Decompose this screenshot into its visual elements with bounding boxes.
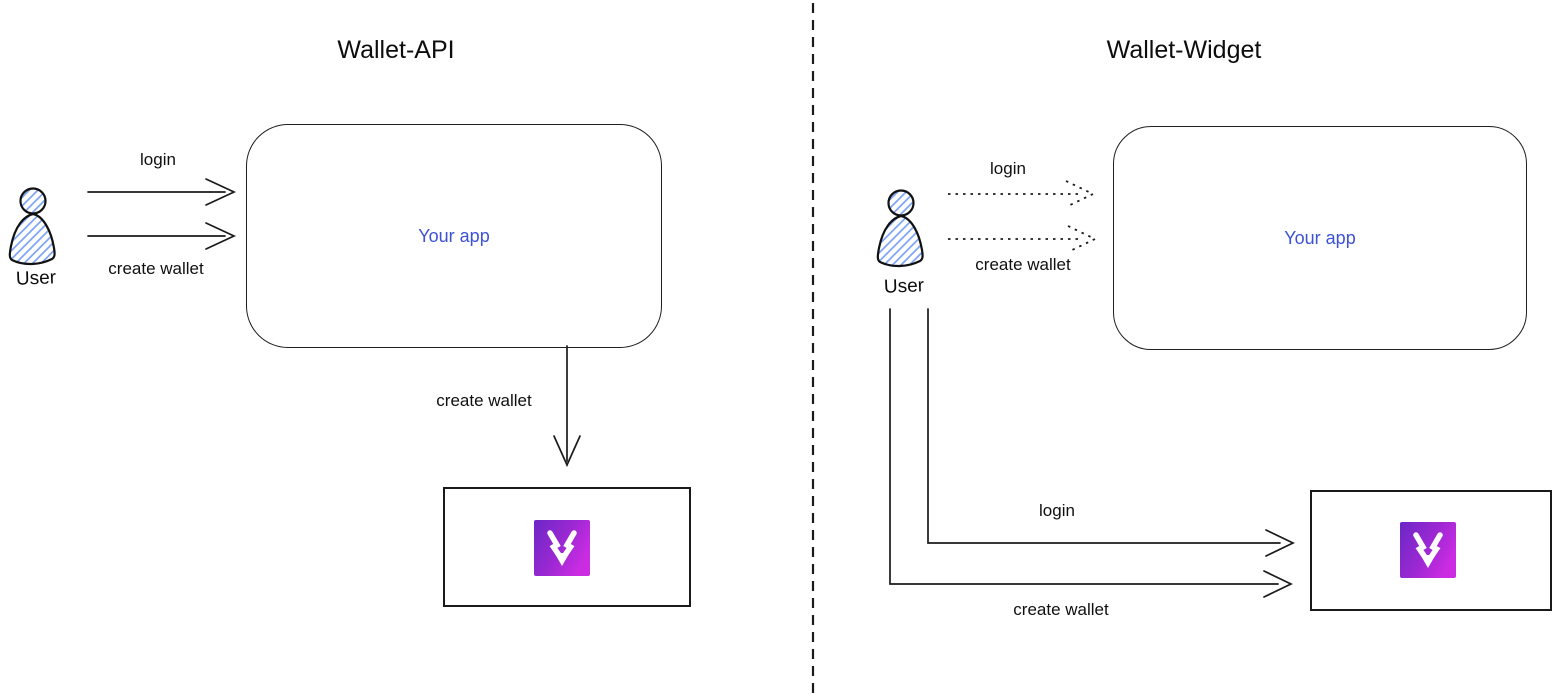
left-login-arrow [87, 178, 237, 206]
left-create-wallet-arrow-label: create wallet [108, 259, 204, 278]
right-user-login-arrow-label: login [1039, 501, 1075, 520]
right-wallet-provider-box [1310, 490, 1552, 611]
user-icon [876, 189, 924, 268]
right-dotted-create-wallet-arrow [948, 225, 1098, 253]
left-panel-title: Wallet-API [337, 36, 455, 64]
right-user-create-wallet-arrow-label: create wallet [1013, 600, 1109, 619]
left-login-arrow-label: login [140, 150, 176, 169]
right-user-label: User [883, 275, 925, 298]
right-dotted-login-arrow [948, 180, 1096, 208]
right-dotted-login-arrow-label: login [990, 159, 1026, 178]
left-app-to-wallet-arrow-label: create wallet [436, 391, 532, 410]
left-create-wallet-arrow [87, 222, 237, 250]
left-your-app-box: Your app [246, 124, 662, 348]
right-dotted-create-wallet-arrow-label: create wallet [975, 255, 1071, 274]
right-your-app-label: Your app [1284, 227, 1356, 248]
right-panel-title: Wallet-Widget [1106, 36, 1262, 64]
left-user-label: User [15, 267, 57, 290]
left-wallet-provider-box [443, 487, 691, 607]
right-your-app-box: Your app [1113, 126, 1527, 350]
right-user-create-wallet-arrow [889, 308, 1293, 598]
user-icon [8, 187, 56, 266]
left-your-app-label: Your app [418, 225, 490, 246]
